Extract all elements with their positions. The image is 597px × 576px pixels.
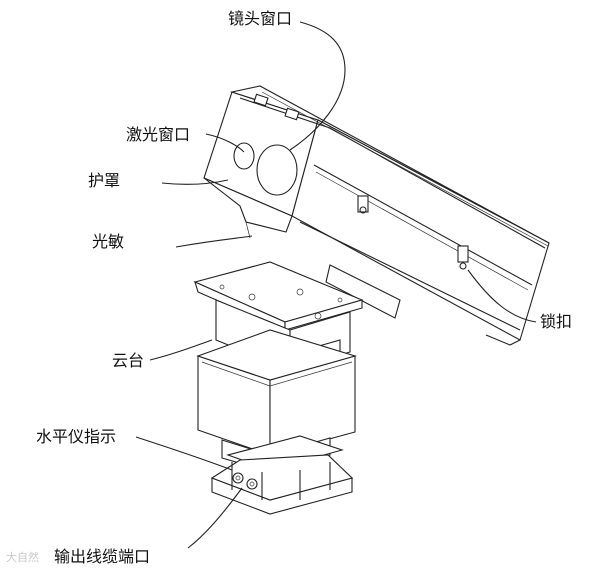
housing-body — [203, 85, 550, 346]
label-lock: 锁扣 — [540, 312, 573, 331]
label-laser-window: 激光窗口 — [126, 125, 191, 144]
label-output-cable-port: 输出线缆端口 — [54, 547, 151, 566]
label-photosensor: 光敏 — [92, 232, 125, 251]
lens-window-circle — [256, 144, 298, 196]
watermark: 大自然 — [6, 551, 39, 564]
label-housing: 护罩 — [88, 171, 121, 190]
leader-lines — [135, 21, 537, 549]
laser-window-circle — [233, 142, 255, 170]
lock-clasp-1 — [357, 195, 369, 214]
pan-tilt-body — [193, 261, 364, 473]
pan-tilt-base — [210, 435, 354, 515]
label-lens-window: 镜头窗口 — [228, 9, 293, 28]
label-pan-tilt: 云台 — [112, 351, 145, 370]
lock-clasp-2 — [457, 245, 469, 270]
label-level-indicator: 水平仪指示 — [36, 427, 117, 446]
housing-bracket — [325, 264, 401, 319]
